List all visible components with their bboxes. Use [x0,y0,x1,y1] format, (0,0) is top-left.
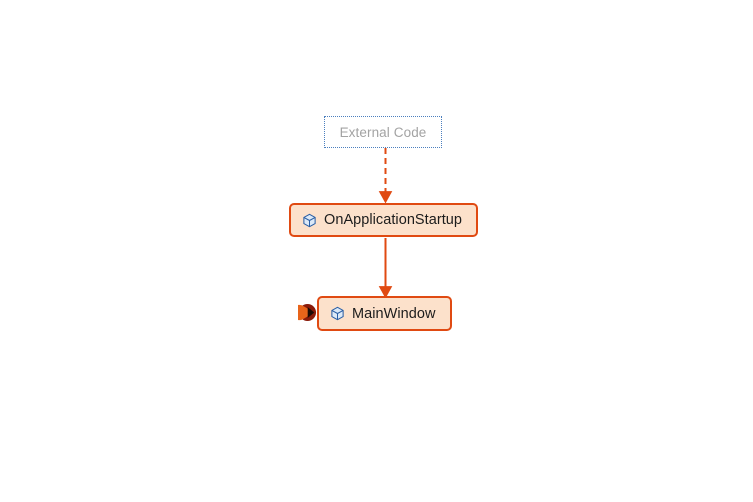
cube-icon [331,306,344,321]
cube-icon [303,213,316,227]
node-on-application-startup[interactable]: OnApplicationStartup [289,203,478,237]
entry-point-marker-icon[interactable] [298,303,317,322]
node-main-window[interactable]: MainWindow [317,296,452,331]
node-main-window-label: MainWindow [352,305,436,322]
node-on-application-startup-label: OnApplicationStartup [324,212,463,228]
node-external-code[interactable]: External Code [324,116,442,148]
node-external-code-label: External Code [339,124,427,140]
